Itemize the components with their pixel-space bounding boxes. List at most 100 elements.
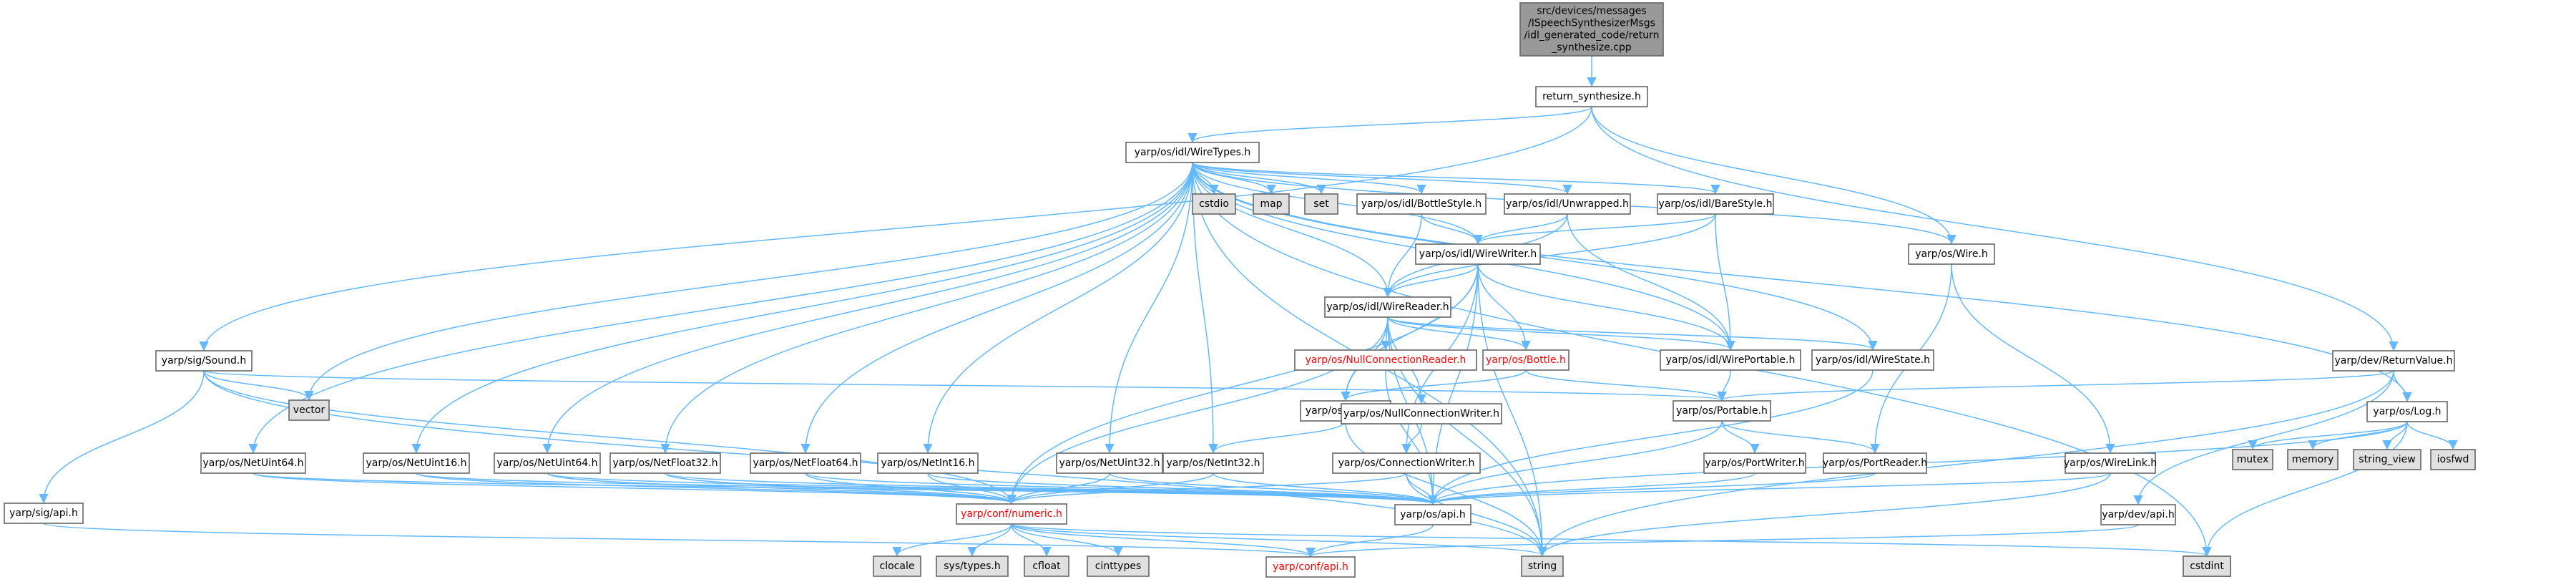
edge-returnvalue-to-string <box>1537 370 2394 557</box>
node-return_synthesize[interactable]: return_synthesize.h <box>1535 86 1648 107</box>
edge-returnvalue-to-devapi <box>2133 370 2394 505</box>
node-cfloat[interactable]: cfloat <box>1024 556 1069 577</box>
node-label: yarp/os/NetUint64.h <box>496 457 597 469</box>
node-label: string_view <box>2359 454 2415 465</box>
node-netuint64b[interactable]: yarp/os/NetUint64.h <box>494 452 601 474</box>
edge-wireportable-to-portable <box>1717 369 1731 402</box>
node-label: cfloat <box>1032 561 1061 572</box>
node-box <box>1265 556 1356 578</box>
node-wire[interactable]: yarp/os/Wire.h <box>1908 243 1995 265</box>
node-cstdint2[interactable]: cstdint <box>2183 556 2231 577</box>
node-string_view[interactable]: string_view <box>2353 449 2421 470</box>
node-wireportable[interactable]: yarp/os/idl/WirePortable.h <box>1660 349 1801 371</box>
node-bottle[interactable]: yarp/os/Bottle.h <box>1482 349 1569 371</box>
node-iosfwd[interactable]: iosfwd <box>2430 449 2476 470</box>
node-label: yarp/os/NullConnectionWriter.h <box>1343 408 1499 419</box>
node-netuint16[interactable]: yarp/os/NetUint16.h <box>363 452 470 474</box>
edge-connwriter-to-numeric <box>1007 472 1407 505</box>
node-string[interactable]: string <box>1521 556 1564 577</box>
node-connwriter[interactable]: yarp/os/ConnectionWriter.h <box>1332 452 1481 474</box>
node-bottlestyle[interactable]: yarp/os/idl/BottleStyle.h <box>1356 193 1487 215</box>
node-box <box>1535 86 1648 107</box>
node-label: yarp/os/ConnectionWriter.h <box>1338 457 1475 469</box>
node-box <box>609 452 721 474</box>
edge-connwriter-to-string <box>1406 472 1547 557</box>
edge-netfloat32-to-osapi <box>665 472 1438 505</box>
node-sound[interactable]: yarp/sig/Sound.h <box>155 350 253 372</box>
node-root: src/devices/messages/ISpeechSynthesizerM… <box>1519 2 1664 57</box>
node-cinttypes[interactable]: cinttypes <box>1087 556 1150 577</box>
edge-wiretypes-to-wirereader <box>1192 162 1393 298</box>
node-numeric[interactable]: yarp/conf/numeric.h <box>956 503 1067 525</box>
edge-vocab-to-string <box>1345 420 1547 557</box>
edge-wiretypes-to-netfloat64 <box>800 162 1193 454</box>
node-box <box>2353 449 2421 470</box>
node-label: yarp/os/NetFloat32.h <box>612 457 718 469</box>
node-memory[interactable]: memory <box>2287 449 2339 470</box>
node-wirestate[interactable]: yarp/os/idl/WireState.h <box>1811 349 1934 371</box>
node-label: src/devices/messages <box>1537 6 1646 17</box>
node-label: cstdio <box>1199 198 1229 210</box>
edge-nullconnreader-to-osapi <box>1385 369 1438 505</box>
edge-wirereader-to-bottle <box>1387 316 1531 351</box>
node-netuint64[interactable]: yarp/os/NetUint64.h <box>200 452 306 474</box>
node-netuint32[interactable]: yarp/os/NetUint32.h <box>1056 452 1163 474</box>
node-confapi[interactable]: yarp/conf/api.h <box>1265 556 1356 578</box>
node-box <box>956 503 1067 525</box>
node-netfloat32[interactable]: yarp/os/NetFloat32.h <box>609 452 721 474</box>
node-unwrapped[interactable]: yarp/os/idl/Unwrapped.h <box>1504 193 1631 215</box>
node-portreader[interactable]: yarp/os/PortReader.h <box>1823 452 1927 474</box>
node-mutex[interactable]: mutex <box>2232 449 2273 470</box>
edge-netint32-to-osapi <box>1213 472 1438 505</box>
node-wirereader[interactable]: yarp/os/idl/WireReader.h <box>1324 296 1451 318</box>
edge-wirewriter-to-bottle <box>1477 263 1531 351</box>
node-osapi[interactable]: yarp/os/api.h <box>1394 504 1471 525</box>
edge-netuint64b-to-numeric <box>547 472 1017 505</box>
node-box <box>1811 349 1934 371</box>
node-box <box>1482 349 1569 371</box>
node-log[interactable]: yarp/os/Log.h <box>2366 401 2448 422</box>
edge-netuint32-to-osapi <box>1109 472 1438 505</box>
node-box <box>1908 243 1995 265</box>
edge-wiretypes-to-netuint32 <box>1105 162 1193 454</box>
edge-unwrapped-to-wirewriter <box>1473 213 1568 245</box>
node-wiretypes[interactable]: yarp/os/idl/WireTypes.h <box>1125 142 1260 163</box>
node-vector[interactable]: vector <box>288 399 330 421</box>
node-wirewriter[interactable]: yarp/os/idl/WireWriter.h <box>1415 243 1541 265</box>
node-devapi[interactable]: yarp/dev/api.h <box>2100 504 2176 525</box>
node-map[interactable]: map <box>1253 193 1290 215</box>
node-systypes[interactable]: sys/types.h <box>936 556 1009 577</box>
node-label: yarp/os/NetUint32.h <box>1059 457 1160 469</box>
edge-wire-to-wirelink <box>1951 263 2115 454</box>
node-portwriter[interactable]: yarp/os/PortWriter.h <box>1703 452 1806 474</box>
node-nullconnreader[interactable]: yarp/os/NullConnectionReader.h <box>1294 349 1477 371</box>
node-label: sys/types.h <box>944 561 1000 572</box>
node-box <box>2065 452 2156 474</box>
node-barestyle[interactable]: yarp/os/idl/BareStyle.h <box>1657 193 1774 215</box>
node-label: yarp/sig/Sound.h <box>162 355 246 367</box>
node-label: clocale <box>880 561 915 572</box>
edge-netint32-to-numeric <box>1007 472 1214 505</box>
edge-wirelink-to-string <box>1537 472 2111 557</box>
node-returnvalue[interactable]: yarp/dev/ReturnValue.h <box>2332 350 2455 372</box>
edge-numeric-to-systypes <box>967 523 1012 557</box>
node-netint16[interactable]: yarp/os/NetInt16.h <box>877 452 979 474</box>
node-netint32[interactable]: yarp/os/NetInt32.h <box>1162 452 1264 474</box>
node-sigapi[interactable]: yarp/sig/api.h <box>4 503 84 524</box>
node-label: memory <box>2292 454 2334 465</box>
node-box <box>1521 556 1564 577</box>
node-nullconnwriter[interactable]: yarp/os/NullConnectionWriter.h <box>1341 403 1502 425</box>
node-box <box>494 452 601 474</box>
edge-osapi-to-confapi <box>1306 524 1434 558</box>
node-set[interactable]: set <box>1304 193 1338 215</box>
node-wirelink[interactable]: yarp/os/WireLink.h <box>2064 452 2157 474</box>
node-netfloat64[interactable]: yarp/os/NetFloat64.h <box>750 452 861 474</box>
node-portable[interactable]: yarp/os/Portable.h <box>1673 400 1771 422</box>
node-cstdio[interactable]: cstdio <box>1192 193 1236 215</box>
edge-netfloat32-to-numeric <box>665 472 1017 505</box>
node-clocale[interactable]: clocale <box>873 556 921 577</box>
node-label: yarp/os/NetInt16.h <box>881 457 974 469</box>
node-box <box>1192 193 1236 215</box>
edge-portable-to-portwriter <box>1721 420 1760 454</box>
